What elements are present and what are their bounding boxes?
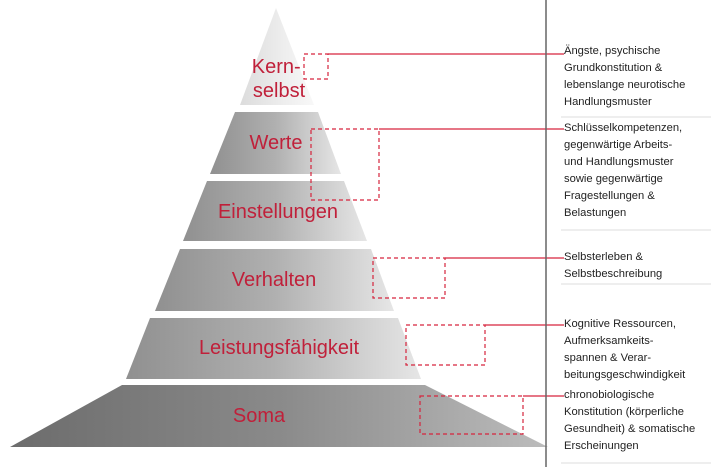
description-line: Selbstbeschreibung <box>564 268 663 280</box>
description-line: Kognitive Ressourcen, <box>564 318 676 330</box>
pyramid-level-leistungsfaehigkeit <box>126 318 421 379</box>
description-line: Belastungen <box>564 207 627 219</box>
highlight-box-leistungsfaehigkeit <box>405 324 486 366</box>
description-line: spannen & Verar- <box>564 352 652 364</box>
pyramid-level-einstellungen <box>183 181 367 241</box>
pyramid-level-verhalten <box>155 249 394 311</box>
description-line: Erscheinungen <box>564 440 639 452</box>
pyramid-level-kernselbst <box>240 8 314 105</box>
description-line: und Handlungsmuster <box>564 156 674 168</box>
description-line: chronobiologische <box>564 389 655 401</box>
description-line: lebenslange neurotische <box>564 79 686 91</box>
level-label-einstellungen: Einstellungen <box>218 201 338 223</box>
description-line: Schlüsselkompetenzen, <box>564 122 683 134</box>
description-line: Ängste, psychische <box>564 45 661 57</box>
description-soma: chronobiologische Konstitution (körperli… <box>564 387 710 455</box>
pyramid-level-werte <box>210 112 341 174</box>
level-label-soma: Soma <box>233 405 286 427</box>
level-label-verhalten: Verhalten <box>232 269 317 291</box>
description-kernselbst: Ängste, psychische Grundkonstitution & l… <box>564 43 710 111</box>
description-line: Selbsterleben & <box>564 251 643 263</box>
highlight-box-verhalten <box>372 257 446 299</box>
pyramid-level-soma <box>10 385 548 447</box>
description-line: Grundkonstitution & <box>564 62 663 74</box>
description-line: Gesundheit) & somatische <box>564 423 696 435</box>
description-leistungsfaehigkeit: Kognitive Ressourcen, Aufmerksamkeits- s… <box>564 316 710 384</box>
description-werte-einstellungen: Schlüsselkompetenzen, gegenwärtige Arbei… <box>564 120 710 222</box>
description-line: sowie gegenwärtige <box>564 173 663 185</box>
highlight-box-soma <box>419 395 524 435</box>
level-label-werte: Werte <box>250 132 303 154</box>
level-label-kernselbst: Kern- selbst <box>252 56 306 102</box>
description-line: gegenwärtige Arbeits- <box>564 139 673 151</box>
description-verhalten: Selbsterleben & Selbstbeschreibung <box>564 249 710 283</box>
level-label-leistungsfaehigkeit: Leistungsfähigkeit <box>199 337 360 359</box>
description-line: Konstitution (körperliche <box>564 406 685 418</box>
description-line: beitungsgeschwindigkeit <box>564 369 686 381</box>
highlight-box-kernselbst <box>303 53 329 80</box>
description-line: Fragestellungen & <box>564 190 655 202</box>
description-line: Handlungsmuster <box>564 96 652 108</box>
description-line: Aufmerksamkeits- <box>564 335 654 347</box>
